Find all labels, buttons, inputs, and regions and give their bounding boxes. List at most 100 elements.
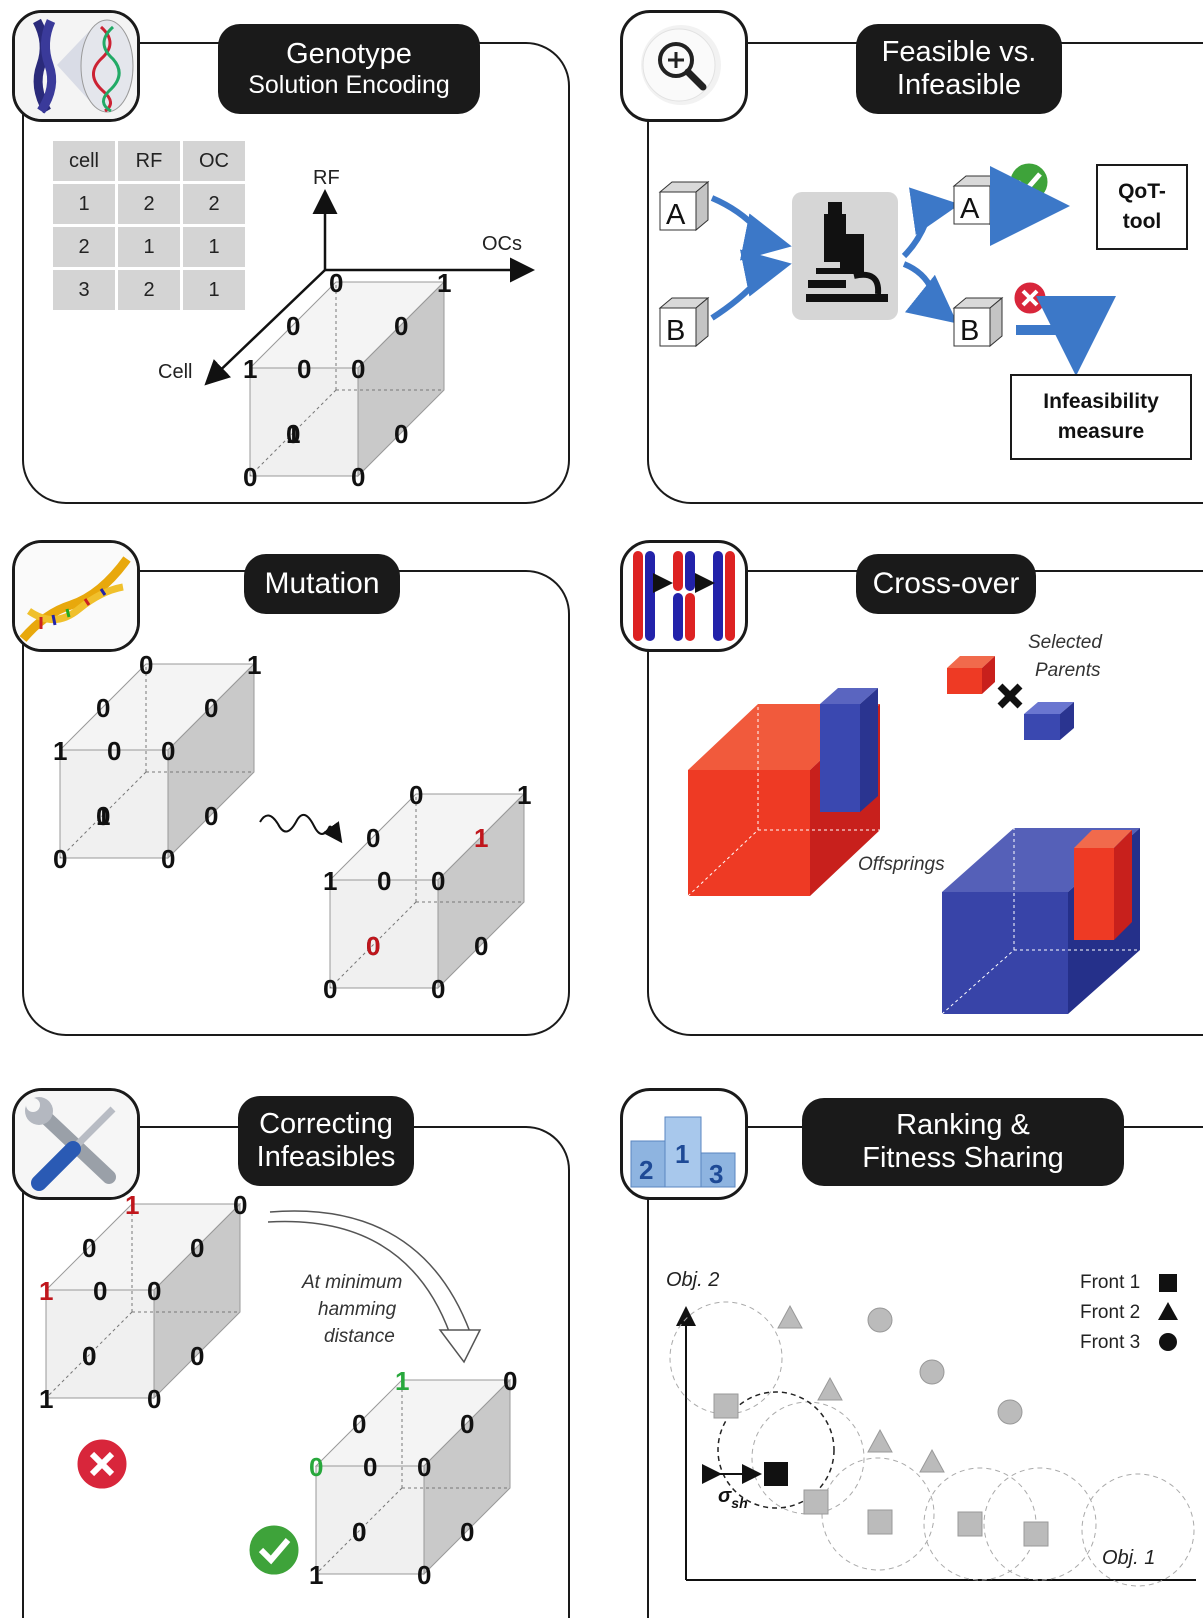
solution-a-box: A bbox=[658, 180, 710, 232]
feasible-title-line2: Infeasible bbox=[896, 69, 1022, 101]
legend-front3: Front 3 bbox=[1080, 1332, 1140, 1353]
infeasibility-line1: Infeasibility bbox=[1043, 389, 1159, 413]
table-cell: 2 bbox=[118, 270, 180, 310]
vertex-mid-bottom-left: 0 bbox=[366, 931, 380, 961]
vertex-back-top-left: 1 bbox=[125, 1190, 139, 1220]
correcting-title-line1: Correcting bbox=[259, 1107, 393, 1140]
vertex-front-top-right: 0 bbox=[417, 1452, 431, 1482]
zoom-icon bbox=[620, 10, 748, 122]
correction-note-line1: At minimum bbox=[301, 1272, 402, 1293]
parent-red-cube bbox=[947, 656, 995, 694]
wrench-screwdriver-icon bbox=[12, 1088, 140, 1200]
vertex-mid-top-right: 0 bbox=[460, 1409, 474, 1439]
encoding-table: cell RF OC 1 2 2 2 1 1 3 2 1 bbox=[50, 138, 248, 313]
obj1-axis-label: Obj. 1 bbox=[1102, 1547, 1155, 1569]
vertex-mid-bottom-left: 1 bbox=[96, 801, 110, 831]
offsprings-label: Offsprings bbox=[858, 854, 945, 875]
vertex-back-top-right: 0 bbox=[233, 1190, 247, 1220]
vertex-front-bottom-right: 0 bbox=[431, 974, 445, 1004]
feasible-title-line1: Feasible vs. bbox=[881, 35, 1037, 68]
vertex-mid-top-right: 0 bbox=[190, 1233, 204, 1263]
mutation-title-text: Mutation bbox=[264, 566, 380, 600]
selected-parents-line2: Parents bbox=[1035, 660, 1101, 681]
vertex-back-top-left: 0 bbox=[409, 780, 423, 810]
legend-front2: Front 2 bbox=[1080, 1302, 1140, 1323]
vertex-mid-bottom-right: 0 bbox=[474, 931, 488, 961]
vertex-mid-top-right: 0 bbox=[204, 693, 218, 723]
vertex-front-top-mid: 0 bbox=[93, 1276, 107, 1306]
table-header-row: cell RF OC bbox=[53, 141, 245, 181]
vertex-front-bottom-left: 1 bbox=[39, 1384, 53, 1414]
vertex-mid-bottom-left: 0 bbox=[352, 1517, 366, 1547]
ranking-title-line1: Ranking & bbox=[896, 1108, 1030, 1141]
table-cell: 2 bbox=[53, 227, 115, 267]
vertex-mid-bottom-left: 1 bbox=[286, 419, 300, 449]
solution-b-box: B bbox=[658, 296, 710, 348]
chromosome-crossover-icon bbox=[620, 540, 748, 652]
vertex-back-top-left: 0 bbox=[329, 268, 343, 298]
error-x-icon bbox=[74, 1436, 130, 1492]
table-row: 3 2 1 bbox=[53, 270, 245, 310]
vertex-front-top-mid: 0 bbox=[297, 354, 311, 384]
vertex-front-top-right: 0 bbox=[147, 1276, 161, 1306]
checkmark-icon bbox=[246, 1522, 302, 1578]
solution-b-label: B bbox=[666, 315, 685, 347]
feasible-a-label: A bbox=[960, 193, 980, 225]
qot-tool-line2: tool bbox=[1122, 210, 1162, 233]
podium-2: 2 bbox=[639, 1155, 653, 1185]
genotype-title: Genotype Solution Encoding bbox=[218, 24, 480, 114]
vertex-mid-bottom-left: 0 bbox=[82, 1341, 96, 1371]
infeasibility-line2: measure bbox=[1057, 420, 1145, 443]
checkmark-icon bbox=[1007, 160, 1051, 204]
ranking-title-line2: Fitness Sharing bbox=[862, 1142, 1064, 1174]
vertex-front-top-right: 0 bbox=[161, 736, 175, 766]
vertex-back-top-left: 1 bbox=[395, 1366, 409, 1396]
fitness-sharing-plot: Obj. 2 Obj. 1 σsh Front 1 Front 2 Front … bbox=[666, 1269, 1196, 1587]
dna-helix-icon bbox=[12, 540, 140, 652]
table-cell: 1 bbox=[118, 227, 180, 267]
sigma-label: σsh bbox=[718, 1485, 748, 1511]
table-header: OC bbox=[183, 141, 245, 181]
vertex-mid-top-left: 0 bbox=[366, 823, 380, 853]
offspring-blue-cube bbox=[941, 828, 1140, 1015]
podium-icon: 2 1 3 bbox=[620, 1088, 748, 1200]
axis-cell-label: Cell bbox=[158, 361, 192, 383]
table-cell: 1 bbox=[53, 184, 115, 224]
axis-ocs-label: OCs bbox=[482, 233, 522, 255]
vertex-back-top-right: 0 bbox=[503, 1366, 517, 1396]
table-cell: 2 bbox=[183, 184, 245, 224]
correcting-title: Correcting Infeasibles bbox=[238, 1096, 414, 1186]
table-cell: 1 bbox=[183, 227, 245, 267]
vertex-front-top-right: 0 bbox=[431, 866, 445, 896]
vertex-mid-center: 0 bbox=[352, 1517, 366, 1547]
selected-parents-line1: Selected bbox=[1028, 632, 1103, 653]
vertex-front-bottom-left: 0 bbox=[323, 974, 337, 1004]
vertex-front-bottom-left: 1 bbox=[309, 1560, 323, 1590]
vertex-mid-center: 0 bbox=[286, 419, 300, 449]
crossover-title-text: Cross-over bbox=[872, 566, 1020, 600]
sigma-subscript: sh bbox=[731, 1495, 747, 1511]
feasible-a-box: A bbox=[952, 174, 1004, 226]
correction-note-line3: distance bbox=[324, 1326, 395, 1347]
podium-3: 3 bbox=[709, 1159, 723, 1189]
axis-rf-label: RF bbox=[313, 167, 340, 189]
vertex-mid-top-left: 0 bbox=[352, 1409, 366, 1439]
infeasible-b-label: B bbox=[960, 315, 979, 347]
table-row: 2 1 1 bbox=[53, 227, 245, 267]
vertex-mid-center: 0 bbox=[366, 931, 380, 961]
feasibility-diagram: A B A B bbox=[658, 160, 1116, 376]
vertex-front-bottom-left: 0 bbox=[243, 462, 257, 492]
infeasible-b-box: B bbox=[952, 296, 1004, 348]
vertex-back-top-right: 1 bbox=[247, 650, 261, 680]
podium-1: 1 bbox=[675, 1139, 689, 1169]
vertex-front-top-mid: 0 bbox=[107, 736, 121, 766]
legend: Front 1 Front 2 Front 3 bbox=[1080, 1272, 1178, 1353]
vertex-mid-bottom-right: 0 bbox=[190, 1341, 204, 1371]
microscope-icon bbox=[792, 192, 898, 320]
vertex-front-top-left: 1 bbox=[243, 354, 257, 384]
